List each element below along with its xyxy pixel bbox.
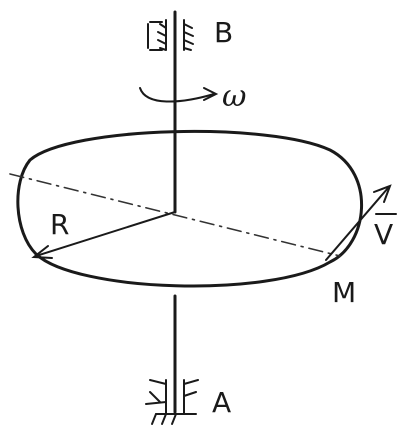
velocity-vector bbox=[325, 187, 389, 261]
top-bearing bbox=[147, 19, 194, 51]
radius-line bbox=[35, 211, 176, 257]
velocity-label: V bbox=[374, 218, 393, 251]
rotation-arrowhead-icon bbox=[203, 87, 219, 101]
rotating-disc bbox=[16, 129, 364, 288]
bearing-a-label: A bbox=[212, 386, 231, 419]
omega-label: ω bbox=[222, 79, 246, 114]
rotation-arrow bbox=[139, 87, 215, 103]
velocity-arrowhead-icon bbox=[373, 184, 392, 203]
radius-label: R bbox=[50, 208, 69, 241]
diameter-line bbox=[9, 173, 341, 257]
radius-arrowhead-icon bbox=[31, 245, 53, 259]
bearing-b-label: B bbox=[214, 16, 233, 49]
bottom-bearing bbox=[145, 379, 199, 425]
point-m-label: M bbox=[332, 276, 356, 309]
